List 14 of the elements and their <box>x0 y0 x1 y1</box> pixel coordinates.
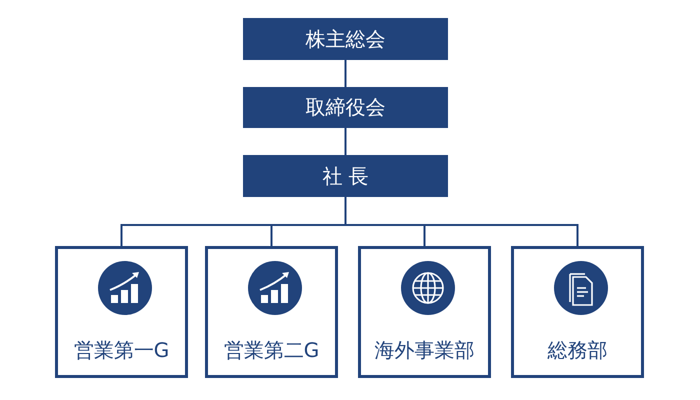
position-box: 社 長 <box>243 155 448 197</box>
position-box: 株主総会 <box>243 18 448 60</box>
department-box <box>358 246 491 378</box>
department-label: 総務部 <box>546 337 608 364</box>
department-box <box>205 246 338 378</box>
department-box <box>55 246 188 378</box>
department-box <box>511 246 644 378</box>
department-label: 営業第一G <box>72 337 170 364</box>
department-label: 営業第二G <box>222 337 320 364</box>
position-box: 取締役会 <box>243 87 448 128</box>
connector-line <box>344 197 578 246</box>
connector-line <box>344 60 346 87</box>
department-label: 海外事業部 <box>374 337 476 364</box>
connector-line <box>344 128 346 155</box>
